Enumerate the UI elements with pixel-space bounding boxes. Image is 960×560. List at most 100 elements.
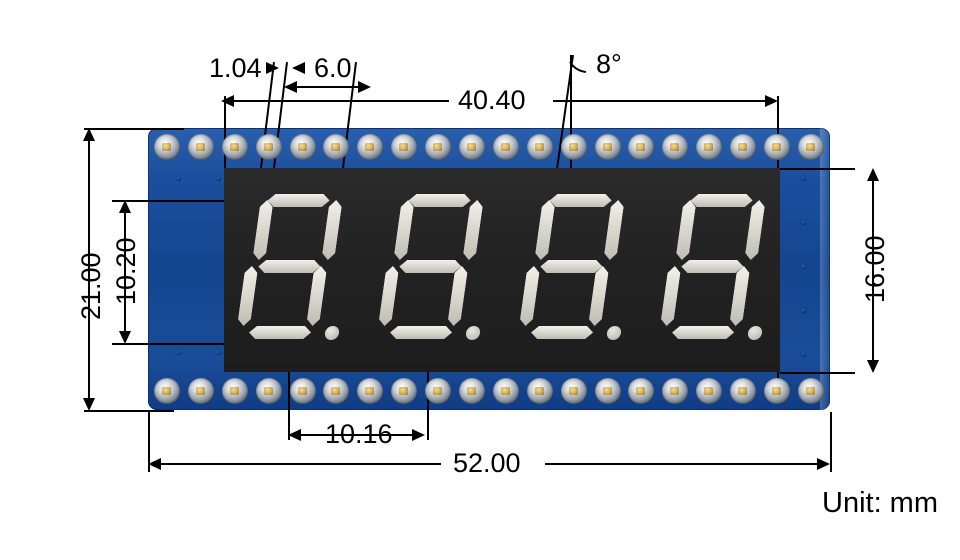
ext-line-pitch-left <box>288 355 290 440</box>
segment-c <box>729 266 750 326</box>
via-hole <box>801 308 806 313</box>
solder-pad <box>425 378 452 404</box>
ext-line-window-top-right <box>780 168 855 170</box>
solder-pad <box>560 378 587 404</box>
solder-pad <box>662 378 689 404</box>
ext-line-board-left <box>148 412 150 472</box>
solder-pad <box>391 378 418 404</box>
segment-a <box>267 194 331 207</box>
segment-e <box>378 266 399 326</box>
segment-f <box>675 200 696 260</box>
digit-1 <box>231 194 356 344</box>
solder-pad <box>425 134 452 160</box>
digit-3 <box>513 194 638 344</box>
digit-4 <box>654 194 779 344</box>
solder-pad <box>357 378 384 404</box>
dim-board-height-arrow-top <box>83 128 95 141</box>
solder-pad <box>764 134 791 160</box>
solder-pad <box>696 378 723 404</box>
dim-window-height-line <box>872 173 874 367</box>
solder-pad <box>391 134 418 160</box>
solder-pad <box>221 378 248 404</box>
dim-pitch-arrow-right <box>412 429 425 441</box>
solder-pad <box>628 134 655 160</box>
dim-board-width-line-right <box>545 463 826 465</box>
solder-pad <box>289 378 316 404</box>
dim-pitch-line <box>292 434 423 436</box>
solder-pad <box>357 134 384 160</box>
segment-d <box>530 326 594 339</box>
dim-window-height-arrow-bottom <box>867 360 879 373</box>
dim-window-width-line-left <box>224 100 449 102</box>
via-hole <box>801 352 806 357</box>
segment-b <box>462 200 483 260</box>
dim-window-width-arrow-right <box>765 95 778 107</box>
dim-slant-angle-label: 8° <box>596 49 622 79</box>
segment-g <box>680 260 744 273</box>
dim-board-height-arrow-bottom <box>83 398 95 411</box>
dim-board-width-arrow-left <box>148 458 161 470</box>
via-hole <box>176 350 181 355</box>
solder-pad <box>730 134 757 160</box>
via-hole <box>801 220 806 225</box>
segment-d <box>671 326 735 339</box>
solder-pad <box>289 134 316 160</box>
segment-e <box>237 266 258 326</box>
dim-digit-height-line <box>124 205 126 339</box>
segment-c <box>447 266 468 326</box>
solder-pad <box>797 134 824 160</box>
dim-digit-height-arrow-top <box>119 200 131 213</box>
dim-window-height-label: 16.00 <box>860 235 890 303</box>
via-hole <box>801 264 806 269</box>
segment-g <box>539 260 603 273</box>
dim-window-width-arrow-left <box>221 95 234 107</box>
dim-window-width-label: 40.40 <box>458 85 526 115</box>
dim-segment-width-label: 1.04 <box>209 53 262 83</box>
solder-pad <box>628 378 655 404</box>
ext-line-window-left <box>224 96 226 176</box>
solder-pad <box>730 378 757 404</box>
segment-f <box>252 200 273 260</box>
ext-line-board-top <box>84 128 184 130</box>
segment-d <box>248 326 312 339</box>
via-hole <box>216 350 221 355</box>
segment-g <box>257 260 321 273</box>
segment-a <box>408 194 472 207</box>
segment-a <box>690 194 754 207</box>
ext-line-board-right <box>830 412 832 472</box>
segment-d <box>389 326 453 339</box>
solder-pad <box>764 378 791 404</box>
dim-pitch-label: 10.16 <box>325 419 393 449</box>
dim-digit-width-label: 6.0 <box>314 53 352 83</box>
segment-c <box>588 266 609 326</box>
segment-b <box>744 200 765 260</box>
dim-board-height-label: 21.00 <box>76 252 106 320</box>
solder-pad <box>255 134 282 160</box>
dim-board-height-line <box>88 133 90 405</box>
segment-b <box>321 200 342 260</box>
dim-digit-width-arrow-right <box>358 81 371 93</box>
segment-a <box>549 194 613 207</box>
dim-board-width-line-left <box>152 463 441 465</box>
ext-line-window-bottom-right <box>780 372 855 374</box>
via-hole <box>801 176 806 181</box>
solder-pad <box>323 378 350 404</box>
pad-row-top <box>154 133 824 161</box>
dim-digit-width-arrow-left <box>284 81 297 93</box>
dim-digit-width-line <box>288 86 368 88</box>
dim-digit-height-label: 10.20 <box>111 237 141 305</box>
ext-line-board-bottom <box>84 410 174 412</box>
solder-pad <box>323 134 350 160</box>
solder-pad <box>594 134 621 160</box>
solder-pad <box>492 134 519 160</box>
via-hole <box>176 176 181 181</box>
solder-pad <box>526 378 553 404</box>
solder-pad <box>459 378 486 404</box>
decimal-point <box>747 326 763 340</box>
solder-pad <box>187 378 214 404</box>
solder-pad <box>594 378 621 404</box>
dim-digit-width-arrow-left-outer <box>292 62 305 74</box>
dim-window-height-arrow-top <box>867 168 879 181</box>
solder-pad <box>797 378 824 404</box>
